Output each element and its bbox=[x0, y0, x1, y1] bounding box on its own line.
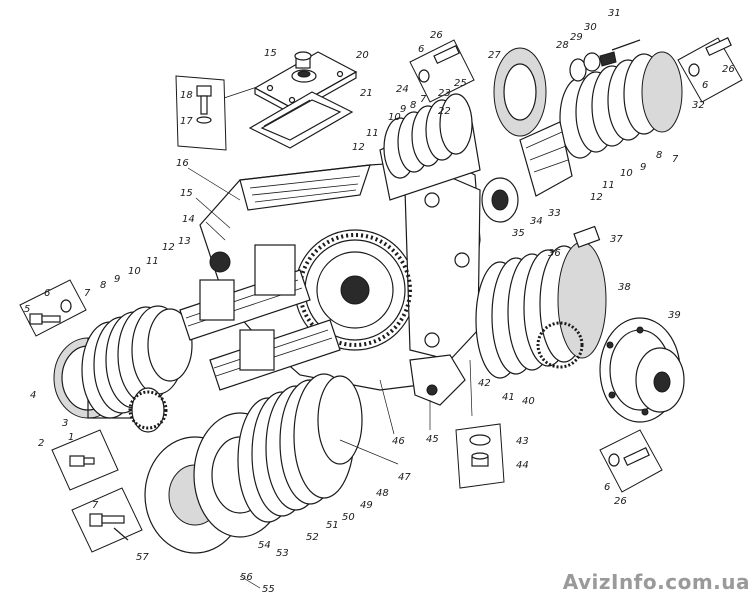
cover-plate-20 bbox=[253, 51, 358, 116]
label-8b: 8 bbox=[410, 100, 416, 111]
label-24: 24 bbox=[396, 84, 409, 95]
label-41: 41 bbox=[502, 392, 515, 403]
upper-right-clutch-pack bbox=[379, 39, 683, 223]
label-56: 56 bbox=[240, 572, 253, 583]
label-6a: 6 bbox=[44, 288, 50, 299]
label-54: 54 bbox=[258, 540, 271, 551]
ring-gear-teeth bbox=[298, 233, 412, 347]
label-4: 4 bbox=[30, 390, 36, 401]
label-53: 53 bbox=[276, 548, 289, 559]
label-50: 50 bbox=[342, 512, 355, 523]
label-48: 48 bbox=[376, 488, 389, 499]
label-25: 25 bbox=[454, 78, 467, 89]
label-7b: 7 bbox=[420, 94, 427, 105]
label-23: 23 bbox=[438, 88, 451, 99]
label-12b: 12 bbox=[352, 142, 365, 153]
plug-box-2 bbox=[51, 429, 119, 491]
left-input-shaft bbox=[179, 244, 341, 391]
label-45: 45 bbox=[426, 434, 439, 445]
label-26b: 26 bbox=[722, 64, 735, 75]
label-51: 51 bbox=[326, 520, 339, 531]
bolt-box-6-26-right bbox=[677, 37, 743, 103]
label-8c: 8 bbox=[656, 150, 662, 161]
label-15a: 15 bbox=[264, 48, 277, 59]
label-9c: 9 bbox=[640, 162, 646, 173]
label-7a: 7 bbox=[84, 288, 91, 299]
lower-right-clutch-pack bbox=[475, 241, 685, 423]
label-28: 28 bbox=[556, 40, 569, 51]
label-7c: 7 bbox=[672, 154, 679, 165]
label-11b: 11 bbox=[366, 128, 379, 139]
gasket-21 bbox=[248, 91, 354, 149]
plug-37 bbox=[573, 225, 601, 248]
label-39: 39 bbox=[668, 310, 681, 321]
label-12c: 12 bbox=[590, 192, 603, 203]
site-watermark: AvizInfo.com.ua bbox=[562, 570, 750, 594]
label-30: 30 bbox=[584, 22, 597, 33]
label-9b: 9 bbox=[400, 104, 406, 115]
label-37: 37 bbox=[610, 234, 623, 245]
label-7d: 7 bbox=[92, 500, 99, 511]
label-14: 14 bbox=[182, 214, 195, 225]
left-clutch-pack bbox=[53, 305, 193, 419]
label-18: 18 bbox=[180, 90, 193, 101]
label-1: 1 bbox=[68, 432, 74, 443]
label-21: 21 bbox=[360, 88, 373, 99]
label-10c: 10 bbox=[620, 168, 633, 179]
label-55: 55 bbox=[262, 584, 275, 595]
label-3: 3 bbox=[62, 418, 68, 429]
label-42: 42 bbox=[478, 378, 491, 389]
label-26c: 26 bbox=[614, 496, 627, 507]
label-11c: 11 bbox=[602, 180, 615, 191]
bolt-box-17-18 bbox=[175, 75, 255, 151]
label-22: 22 bbox=[438, 106, 451, 117]
label-33: 33 bbox=[548, 208, 561, 219]
label-10a: 10 bbox=[128, 266, 141, 277]
label-6b: 6 bbox=[418, 44, 424, 55]
label-34: 34 bbox=[530, 216, 543, 227]
label-35: 35 bbox=[512, 228, 525, 239]
bottom-clutch-pack bbox=[128, 373, 363, 554]
bolt-box-6-26-bottom bbox=[599, 429, 663, 493]
label-6d: 6 bbox=[604, 482, 610, 493]
label-36: 36 bbox=[548, 248, 561, 259]
label-40: 40 bbox=[522, 396, 535, 407]
box-43-44 bbox=[455, 423, 505, 489]
label-44: 44 bbox=[516, 460, 529, 471]
bolt-box-6-26-top bbox=[409, 39, 475, 103]
label-6c: 6 bbox=[702, 80, 708, 91]
label-5: 5 bbox=[24, 304, 30, 315]
part-labels: 1 2 3 4 5 6 6 6 6 7 7 7 7 8 8 8 9 9 9 10… bbox=[24, 8, 735, 595]
label-9a: 9 bbox=[114, 274, 120, 285]
label-8a: 8 bbox=[100, 280, 106, 291]
label-46: 46 bbox=[392, 436, 405, 447]
label-49: 49 bbox=[360, 500, 373, 511]
label-20: 20 bbox=[356, 50, 369, 61]
label-13: 13 bbox=[178, 236, 191, 247]
label-32: 32 bbox=[692, 100, 705, 111]
bolt-box-7-57 bbox=[71, 487, 143, 553]
label-15b: 15 bbox=[180, 188, 193, 199]
label-29: 29 bbox=[570, 32, 583, 43]
label-38: 38 bbox=[618, 282, 631, 293]
label-47: 47 bbox=[398, 472, 411, 483]
label-31: 31 bbox=[608, 8, 621, 19]
label-57: 57 bbox=[136, 552, 149, 563]
label-26a: 26 bbox=[430, 30, 443, 41]
label-11a: 11 bbox=[146, 256, 159, 267]
leader-lines bbox=[187, 167, 473, 589]
label-2: 2 bbox=[38, 438, 44, 449]
label-52: 52 bbox=[306, 532, 319, 543]
label-27: 27 bbox=[488, 50, 501, 61]
label-43: 43 bbox=[516, 436, 529, 447]
label-17: 17 bbox=[180, 116, 193, 127]
label-12a: 12 bbox=[162, 242, 175, 253]
label-16: 16 bbox=[176, 158, 189, 169]
bolt-box-5-6 bbox=[19, 279, 87, 337]
label-10b: 10 bbox=[388, 112, 401, 123]
